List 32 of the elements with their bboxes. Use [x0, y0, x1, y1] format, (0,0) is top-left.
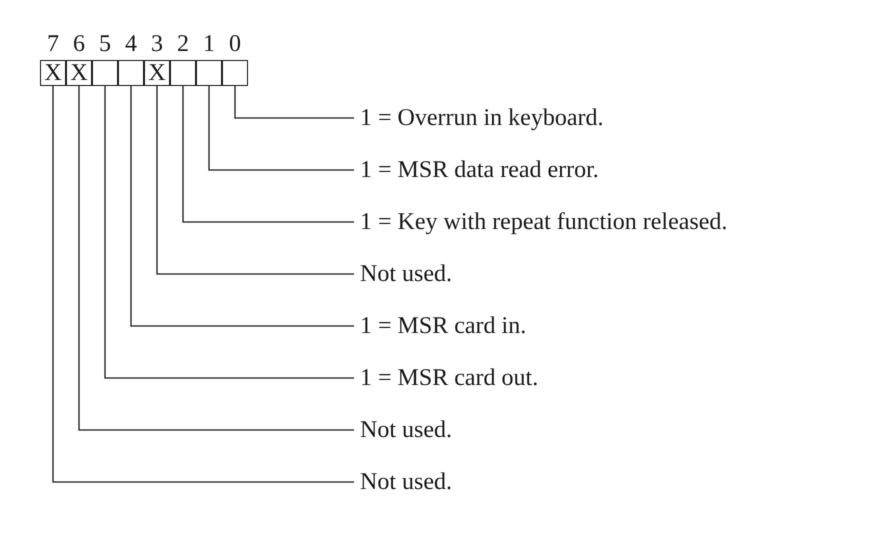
leader-line: [130, 86, 354, 327]
bit-description: 1 = MSR card in.: [360, 312, 526, 340]
bit-description: Not used.: [360, 468, 452, 496]
leader-line: [234, 86, 354, 119]
bit-number: 4: [124, 32, 138, 56]
bit-number: 6: [72, 32, 86, 56]
bit-cell: X: [66, 60, 92, 86]
bit-cell: X: [144, 60, 170, 86]
leader-line: [182, 86, 354, 223]
leader-line: [208, 86, 354, 171]
bit-description: Not used.: [360, 260, 452, 288]
bit-cell: [92, 60, 118, 86]
bit-description: 1 = Overrun in keyboard.: [360, 104, 604, 132]
bit-number: 0: [228, 32, 242, 56]
bit-number: 3: [150, 32, 164, 56]
bit-cell: [170, 60, 196, 86]
bit-cell: X: [40, 60, 66, 86]
bit-number: 5: [98, 32, 112, 56]
bit-number: 7: [46, 32, 60, 56]
bit-cell: [222, 60, 248, 86]
bit-cell: [196, 60, 222, 86]
bit-description: 1 = Key with repeat function released.: [360, 208, 728, 236]
bit-description: Not used.: [360, 416, 452, 444]
bit-number: 2: [176, 32, 190, 56]
bit-number: 1: [202, 32, 216, 56]
bit-cell: [118, 60, 144, 86]
bit-description: 1 = MSR data read error.: [360, 156, 599, 184]
bit-description: 1 = MSR card out.: [360, 364, 538, 392]
leader-line: [156, 86, 354, 275]
leader-line: [104, 86, 354, 379]
leader-line: [52, 86, 354, 483]
leader-line: [78, 86, 354, 431]
